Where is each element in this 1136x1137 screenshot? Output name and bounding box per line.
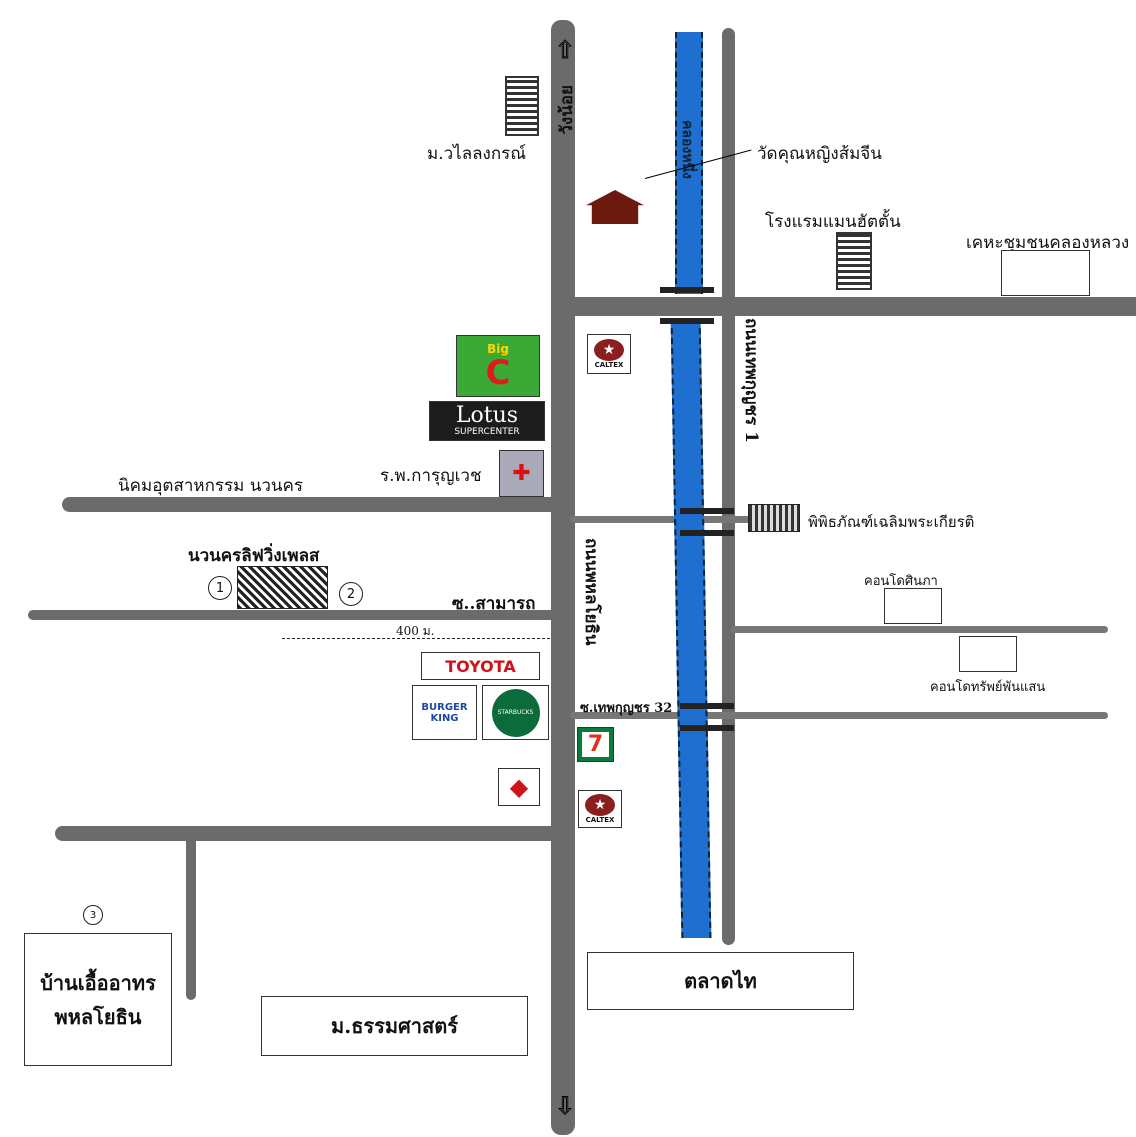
label-navanakorn-place: นวนครลิฟวิ่งเพลส [188,546,320,566]
kheha-box [1001,250,1090,296]
temple-icon [586,190,644,224]
condo-building-icon [505,76,539,136]
road-condo [730,626,1108,633]
marker-1[interactable]: 1 [208,576,232,600]
caltex-star-icon: ★ [594,339,624,361]
road-phahonyothin [551,20,575,1135]
road-bottom [55,826,560,841]
label-condo-sinpa: คอนโดศินภา [864,574,938,589]
museum-icon [748,504,800,532]
road-label-samarat: ซ..สามารถ [452,594,536,614]
label-wat: วัดคุณหญิงส้มจีน [757,144,882,164]
road-label-phahonyothin: ถนนพหลโยธิน [581,538,601,646]
road-museum [570,516,750,523]
road-label-nikom: นิคมอุตสาหกรรม นวนคร [118,476,304,496]
toyota-logo[interactable]: TOYOTA [421,652,540,680]
caltex-logo[interactable]: ★ CALTEX [578,790,622,828]
label-hospital: ร.พ.การุญเวช [380,466,482,486]
road-nikom [62,497,562,512]
label-museum: พิพิธภัณฑ์เฉลิมพระเกียรติ [808,513,975,531]
bridge [680,703,734,709]
canal [670,318,712,938]
road-branch [186,835,196,1000]
road-label-thep-kunchon-1: ถนนเทพกุญชร 1 [741,318,761,443]
distance-arrow [282,638,550,639]
caltex-star-icon: ★ [585,794,615,816]
canal-label: คลองหนึ่ง [679,120,695,179]
distance-label: 400 ม. [396,624,435,638]
bigc-logo[interactable]: Big C [456,335,540,397]
seven-eleven-logo[interactable]: 7 [577,727,614,762]
road-top-horizontal [565,297,1136,316]
mitsubishi-logo[interactable]: ◆ [498,768,540,806]
hospital-icon: ✚ [499,450,544,497]
label-kheha: เคหะชุมชนคลองหลวง [966,233,1130,253]
bridge [660,318,714,324]
label-walailak: ม.วไลลงกรณ์ [427,144,527,164]
road-samarat [28,610,558,620]
hotel-building-icon [836,232,872,290]
bridge [680,508,734,514]
north-arrow-icon: ⇧ [554,36,576,65]
burger-king-logo[interactable]: BURGER KING [412,685,477,740]
bridge [680,530,734,536]
condo-sinpa-box [884,588,942,624]
baan-ua-box: บ้านเอื้ออาทร พหลโยธิน [24,933,172,1066]
road-label-wang-noi: วังน้อย [557,85,577,135]
road-label-thep-32: ซ.เทพกุญชร 32 [580,701,673,716]
condo-sap-box [959,636,1017,672]
south-arrow-icon: ⇩ [554,1092,576,1121]
thammasat-box: ม.ธรรมศาสตร์ [261,996,528,1056]
bridge [680,725,734,731]
label-hotel: โรงแรมแมนฮัตตั้น [765,212,901,232]
caltex-logo[interactable]: ★ CALTEX [587,334,631,374]
starbucks-logo[interactable]: STARBUCKS [482,685,549,740]
road-thep-32 [570,712,1108,719]
label-condo-sap: คอนโดทรัพย์พันแสน [930,680,1046,695]
lotus-logo[interactable]: Lotus SUPERCENTER [429,401,545,441]
marker-2[interactable]: 2 [339,582,363,606]
road-thep-kunchon-1 [722,28,735,945]
talad-thai-box: ตลาดไท [587,952,854,1010]
marker-3[interactable]: 3 [83,905,103,925]
navanakorn-place-block [237,566,328,609]
bridge [660,287,714,293]
